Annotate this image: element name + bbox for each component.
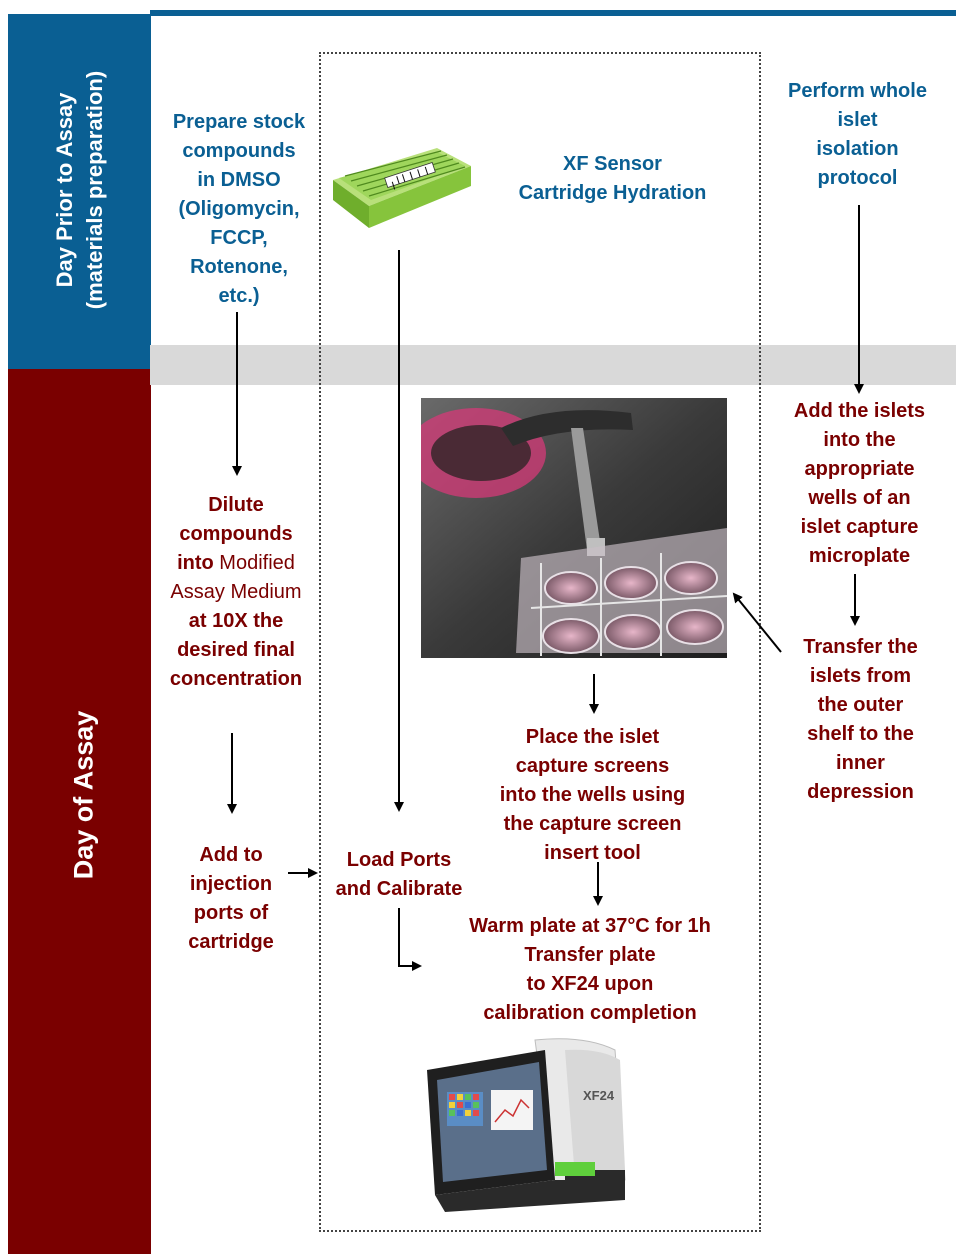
transfer-islets-line: Transfer the <box>803 636 918 658</box>
dilute-line: Dilute <box>208 494 264 516</box>
place-screens-text: Place the islet capture screens into the… <box>470 723 715 868</box>
prepare-stock-line: in DMSO <box>197 169 281 191</box>
transfer-islets-line: the outer <box>817 694 904 716</box>
xf24-badge: XF24 <box>583 1088 615 1103</box>
place-screens-line: the capture screen <box>503 813 682 835</box>
warm-plate-line: Transfer plate <box>524 944 656 966</box>
add-islets-line: wells of an <box>808 487 911 509</box>
warm-plate-line: Warm plate at 37°C for 1h <box>469 915 711 937</box>
xf24-instrument-image: XF24 <box>415 1030 640 1215</box>
microplate-photo <box>421 398 727 658</box>
transfer-islets-line: shelf to the <box>807 723 914 745</box>
prepare-stock-line: (Oligomycin, <box>178 198 300 220</box>
place-screens-line: insert tool <box>544 842 641 864</box>
add-islets-line: into the <box>823 429 896 451</box>
day-of-band <box>8 369 151 1254</box>
top-rule <box>150 10 956 16</box>
transfer-islets-line: inner <box>836 752 885 774</box>
add-injection-line: cartridge <box>188 931 274 953</box>
prepare-stock-text: Prepare stock compounds in DMSO (Oligomy… <box>150 108 328 311</box>
dilute-line: into Modified <box>150 549 322 578</box>
divider-band <box>150 345 956 385</box>
warm-plate-line: calibration completion <box>483 1002 697 1024</box>
warm-plate-text: Warm plate at 37°C for 1h Transfer plate… <box>430 912 750 1028</box>
dilute-line-part: into <box>177 552 220 574</box>
add-injection-text: Add to injection ports of cartridge <box>160 841 302 957</box>
warm-plate-line: to XF24 upon <box>526 973 654 995</box>
dilute-line: compounds <box>179 523 293 545</box>
add-injection-line: Add to <box>199 844 263 866</box>
isolation-line: islet <box>837 109 878 131</box>
day-prior-band <box>8 14 151 369</box>
arrow-transfer-to-plate <box>732 592 782 653</box>
add-islets-text: Add the islets into the appropriate well… <box>762 397 956 571</box>
isolation-line: isolation <box>816 138 899 160</box>
prepare-stock-line: Rotenone, <box>190 256 288 278</box>
dilute-line: concentration <box>169 668 303 690</box>
sensor-cartridge-image <box>333 148 471 228</box>
transfer-islets-line: depression <box>807 781 914 803</box>
prepare-stock-line: compounds <box>182 140 296 162</box>
add-islets-line: islet capture <box>800 516 919 538</box>
add-islets-line: appropriate <box>804 458 915 480</box>
place-screens-line: into the wells using <box>499 784 686 806</box>
prepare-stock-line: Prepare stock <box>172 111 306 133</box>
isolation-line: protocol <box>817 167 898 189</box>
add-injection-line: injection <box>189 873 273 895</box>
arrow-load-to-warm <box>398 908 422 971</box>
dilute-line-part: Modified <box>219 552 295 574</box>
load-ports-line: and Calibrate <box>335 878 463 900</box>
dilute-line: desired final <box>177 639 295 661</box>
add-islets-line: Add the islets <box>793 400 926 422</box>
load-ports-line: Load Ports <box>346 849 452 871</box>
dilute-line: at 10X the <box>188 610 284 632</box>
cartridge-dotted-box <box>319 52 761 1232</box>
dilute-line: Assay Medium <box>170 581 302 603</box>
prepare-stock-line: FCCP, <box>210 227 268 249</box>
transfer-islets-line: islets from <box>809 665 912 687</box>
add-injection-line: ports of <box>193 902 269 924</box>
add-islets-line: microplate <box>808 545 911 567</box>
transfer-islets-text: Transfer the islets from the outer shelf… <box>773 633 948 807</box>
islet-isolation-text: Perform whole islet isolation protocol <box>760 77 955 193</box>
hydration-line: XF Sensor <box>563 153 662 175</box>
load-ports-text: Load Ports and Calibrate <box>318 846 480 904</box>
isolation-line: Perform whole <box>788 80 927 102</box>
cartridge-hydration-text: XF Sensor Cartridge Hydration <box>490 150 735 208</box>
place-screens-line: capture screens <box>515 755 670 777</box>
prepare-stock-line: etc.) <box>218 285 260 307</box>
dilute-compounds-text: Dilute compounds into Modified Assay Med… <box>150 491 322 694</box>
hydration-line: Cartridge Hydration <box>518 182 707 204</box>
place-screens-line: Place the islet <box>525 726 660 748</box>
